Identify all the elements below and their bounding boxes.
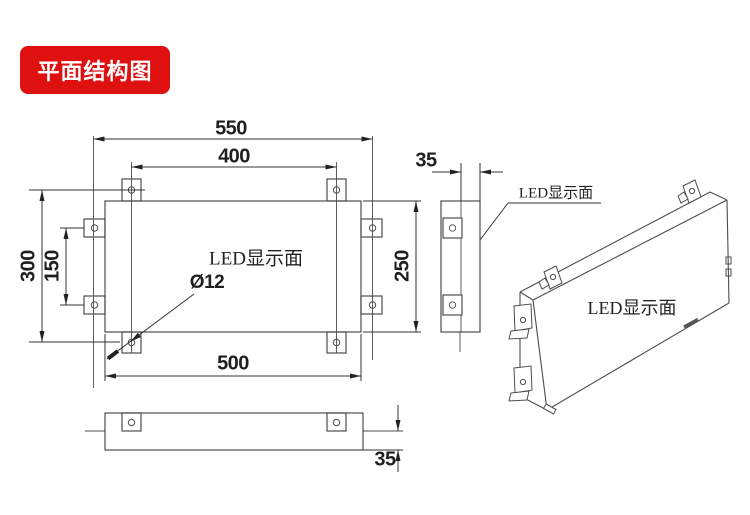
bottom-view-outline — [104, 412, 364, 451]
dim-250-label: 250 — [391, 250, 414, 282]
dim-500-label: 500 — [217, 352, 249, 375]
side-view-leader — [479, 202, 601, 241]
dim-300-label: 300 — [17, 250, 40, 282]
bottom-view-details — [85, 418, 403, 432]
perspective-view-edge-details — [542, 256, 732, 415]
dim-400-label: 400 — [218, 145, 250, 168]
section-title-banner: 平面结构图 — [20, 46, 170, 94]
side-view-dimension-35 — [432, 163, 503, 201]
bottom-view-thickness-label: 35 — [374, 448, 396, 471]
side-view-details — [448, 201, 462, 352]
dim-150-label: 150 — [41, 250, 64, 282]
hole-diameter-label: Ø12 — [189, 272, 225, 293]
hole-diameter-leader — [106, 293, 195, 361]
side-view-outline — [440, 200, 481, 333]
dim-550-label: 550 — [215, 117, 247, 140]
perspective-view-brackets — [508, 179, 702, 402]
front-view-dimensions — [29, 136, 421, 381]
side-view-led-face-label: LED显示面 — [518, 185, 594, 202]
side-view-thickness-label: 35 — [415, 149, 437, 172]
front-view-centerlines — [93, 136, 373, 388]
front-view-led-face-label: LED显示面 — [209, 248, 303, 270]
section-title-label: 平面结构图 — [37, 59, 153, 84]
perspective-view-led-face-label: LED显示面 — [587, 298, 677, 318]
bottom-view-dimension-35 — [363, 405, 403, 472]
